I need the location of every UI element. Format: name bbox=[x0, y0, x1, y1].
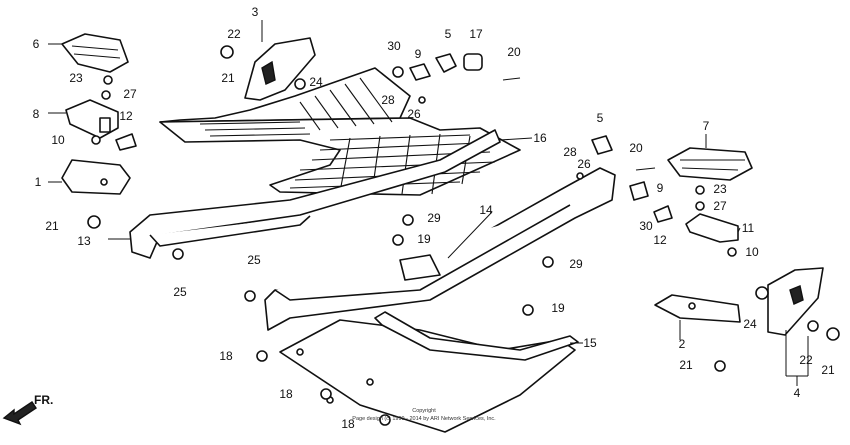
callout-22: 22 bbox=[227, 27, 241, 41]
callout-14: 14 bbox=[479, 203, 493, 217]
grommet-17 bbox=[463, 53, 483, 71]
callout-26: 26 bbox=[407, 107, 421, 121]
callout-30: 30 bbox=[387, 39, 401, 53]
callout-17: 17 bbox=[469, 27, 483, 41]
callout-21: 21 bbox=[221, 71, 235, 85]
bracket-8 bbox=[65, 99, 119, 139]
side-strip bbox=[374, 311, 579, 361]
callout-2: 2 bbox=[679, 337, 686, 351]
front-cover-right bbox=[767, 267, 824, 336]
callout-20: 20 bbox=[507, 45, 521, 59]
callout-18: 18 bbox=[219, 349, 233, 363]
callout-22: 22 bbox=[799, 353, 813, 367]
callout-24: 24 bbox=[743, 317, 757, 331]
direction-label: FR. bbox=[34, 393, 53, 407]
callout-21: 21 bbox=[821, 363, 835, 377]
callout-16: 16 bbox=[533, 131, 547, 145]
small-parts-10-12 bbox=[115, 133, 673, 223]
callout-25: 25 bbox=[247, 253, 261, 267]
leader-lines bbox=[48, 20, 809, 386]
callout-30: 30 bbox=[639, 219, 653, 233]
callout-21: 21 bbox=[679, 358, 693, 372]
cover-1 bbox=[61, 159, 131, 195]
callout-12: 12 bbox=[653, 233, 667, 247]
clip-5-right bbox=[591, 135, 613, 155]
callout-23: 23 bbox=[69, 71, 83, 85]
callout-19: 19 bbox=[551, 301, 565, 315]
fasteners bbox=[87, 45, 840, 426]
front-cover-left bbox=[244, 37, 316, 101]
callout-11: 11 bbox=[742, 221, 755, 235]
callout-28: 28 bbox=[563, 145, 577, 159]
callout-18: 18 bbox=[279, 387, 293, 401]
bracket-11 bbox=[685, 213, 739, 243]
callout-26: 26 bbox=[577, 157, 591, 171]
callout-7: 7 bbox=[703, 119, 710, 133]
callout-21: 21 bbox=[45, 219, 59, 233]
copyright-notice: Copyright Page design (c) 1999 - 2014 by… bbox=[352, 408, 496, 422]
clip-9-right bbox=[629, 181, 649, 201]
callout-19: 19 bbox=[417, 232, 431, 246]
left-floor-bracket bbox=[129, 129, 501, 259]
callout-5: 5 bbox=[597, 111, 604, 125]
callout-29: 29 bbox=[569, 257, 583, 271]
callout-27: 27 bbox=[713, 199, 727, 213]
callout-3: 3 bbox=[252, 5, 259, 19]
callout-9: 9 bbox=[657, 181, 664, 195]
clip-9-upper bbox=[409, 63, 431, 81]
cover-2 bbox=[654, 294, 741, 323]
callout-27: 27 bbox=[123, 87, 137, 101]
callout-28: 28 bbox=[381, 93, 395, 107]
callout-9: 9 bbox=[415, 47, 422, 61]
floor-mat bbox=[159, 67, 521, 196]
copyright-line-1: Copyright bbox=[412, 408, 436, 414]
callout-6: 6 bbox=[33, 37, 40, 51]
front-direction-arrow: FR. bbox=[2, 393, 53, 426]
callout-5: 5 bbox=[445, 27, 452, 41]
callout-8: 8 bbox=[33, 107, 40, 121]
callout-23: 23 bbox=[713, 182, 727, 196]
callout-10: 10 bbox=[745, 245, 759, 259]
copyright-line-2: Page design (c) 1999 - 2014 by ARI Netwo… bbox=[352, 416, 496, 422]
callout-29: 29 bbox=[427, 211, 441, 225]
callout-4: 4 bbox=[794, 386, 801, 400]
callout-10: 10 bbox=[51, 133, 65, 147]
callout-24: 24 bbox=[309, 75, 323, 89]
callout-13: 13 bbox=[77, 234, 91, 248]
callout-25: 25 bbox=[173, 285, 187, 299]
mat-piece-7 bbox=[667, 147, 753, 181]
main-floor-frame bbox=[264, 167, 616, 331]
callout-18: 18 bbox=[341, 417, 355, 431]
callout-20: 20 bbox=[629, 141, 643, 155]
mat-piece-6 bbox=[61, 33, 129, 73]
callout-15: 15 bbox=[583, 336, 597, 350]
callout-12: 12 bbox=[119, 109, 133, 123]
callout-1: 1 bbox=[35, 175, 42, 189]
clip-5-upper bbox=[435, 53, 457, 73]
